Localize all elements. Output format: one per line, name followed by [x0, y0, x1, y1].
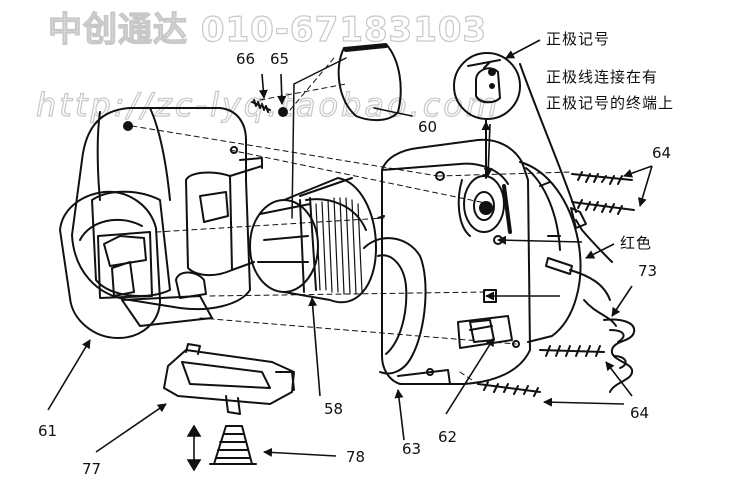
red-wire-label: 红色 [620, 234, 653, 252]
nut-65 [278, 107, 288, 117]
label-73: 73 [638, 262, 658, 280]
screw-66 [251, 99, 271, 113]
label-60: 60 [418, 118, 438, 136]
label-61: 61 [38, 422, 58, 440]
bracket-77 [163, 343, 295, 415]
label-78: 78 [346, 448, 366, 466]
polarity-mark-label: 正极记号 [546, 30, 611, 48]
cable-73 [583, 299, 636, 393]
alignment-lines [131, 57, 573, 385]
rear-housing-61 [59, 107, 263, 339]
label-63: 63 [402, 440, 422, 458]
screws-64 [477, 171, 635, 397]
foot-78 [209, 425, 257, 465]
label-77: 77 [82, 460, 102, 478]
label-64-top: 64 [652, 144, 672, 162]
polarity-note-line1: 正极线连接在有 [546, 68, 659, 86]
label-66: 66 [236, 50, 256, 68]
label-65: 65 [270, 50, 290, 68]
front-housing-63 [363, 138, 582, 385]
label-62: 62 [438, 428, 458, 446]
terminal-detail [453, 52, 521, 120]
polarity-note-line2: 正极记号的终端上 [546, 94, 675, 112]
fan-58 [249, 177, 377, 304]
label-64-bottom: 64 [630, 404, 650, 422]
label-58: 58 [324, 400, 344, 418]
watermark-phone: 中创通达 010-67183103 [47, 9, 488, 50]
cover-60 [337, 43, 402, 122]
